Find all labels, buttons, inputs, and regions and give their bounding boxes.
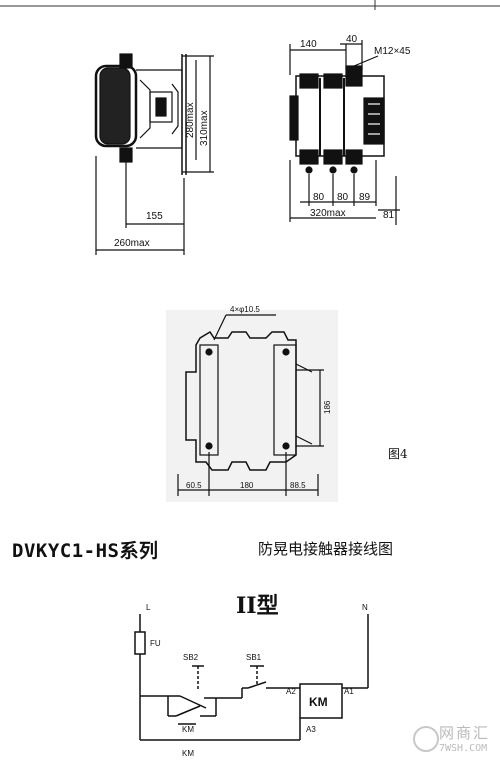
dim-155: 155 <box>146 211 163 222</box>
label-l: L <box>146 603 151 612</box>
watermark-line1: 网商汇 <box>438 724 490 742</box>
label-a3: A3 <box>306 725 316 734</box>
dim-60-5: 60.5 <box>186 481 202 490</box>
watermark: 网商汇 7WSH.COM <box>412 722 490 754</box>
label-km-lower: KM <box>182 749 194 758</box>
figure-label: 图4 <box>388 447 408 461</box>
dim-88-5: 88.5 <box>290 481 306 490</box>
dim-260max: 260max <box>114 238 150 249</box>
label-sb2: SB2 <box>183 653 199 662</box>
label-fuse: FU <box>150 639 161 648</box>
dim-81: 81 <box>383 210 395 221</box>
dim-180: 180 <box>240 481 254 490</box>
dim-280max: 280max <box>185 102 196 138</box>
label-km-contact: KM <box>182 725 194 734</box>
dim-4-holes: 4×φ10.5 <box>230 305 260 314</box>
dim-186: 186 <box>323 400 332 414</box>
label-a1: A1 <box>344 687 354 696</box>
wiring-type-title: II型 <box>236 593 279 619</box>
label-a2: A2 <box>286 687 296 696</box>
dim-310max: 310max <box>199 110 210 146</box>
dim-80-right: 80 <box>337 192 349 203</box>
dim-m12x45: M12×45 <box>374 46 411 57</box>
dim-80-left: 80 <box>313 192 325 203</box>
watermark-line2: 7WSH.COM <box>438 743 488 754</box>
series-subtitle: 防晃电接触器接线图 <box>258 540 394 558</box>
series-title: DVKYC1-HS系列 <box>12 540 159 562</box>
dim-140: 140 <box>300 39 317 50</box>
dim-89: 89 <box>359 192 371 203</box>
top-border <box>0 0 500 10</box>
dim-320max: 320max <box>310 208 346 219</box>
label-km-coil: KM <box>309 695 328 709</box>
dim-40: 40 <box>346 34 358 45</box>
label-n: N <box>362 603 368 612</box>
label-sb1: SB1 <box>246 653 262 662</box>
watermark-logo-icon <box>412 726 439 752</box>
